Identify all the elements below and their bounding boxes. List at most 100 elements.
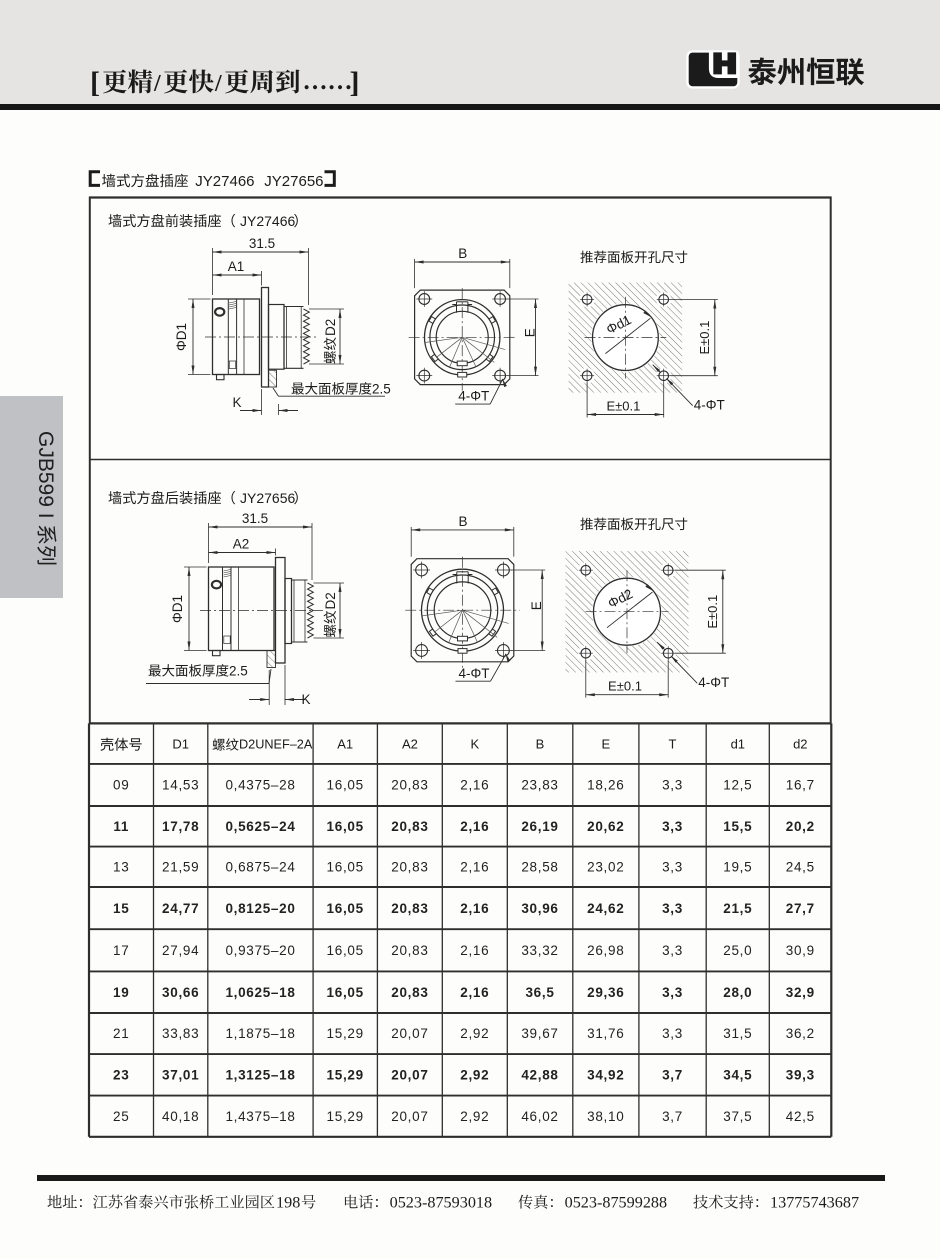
svg-text:14,53: 14,53 [162,778,199,793]
svg-text:46,02: 46,02 [521,1109,558,1124]
svg-text:30,9: 30,9 [786,943,815,958]
svg-text:12,5: 12,5 [723,778,752,793]
svg-text:2,16: 2,16 [460,985,489,1000]
svg-text:0,8125–20: 0,8125–20 [225,901,295,916]
svg-text:2,16: 2,16 [460,901,489,916]
svg-text:31.5: 31.5 [249,236,275,251]
svg-text:11: 11 [113,819,129,834]
svg-text:D2UNEF–2A: D2UNEF–2A [239,737,313,751]
svg-text:34,92: 34,92 [587,1068,624,1083]
svg-text:26,19: 26,19 [521,819,558,834]
svg-text:A2: A2 [233,537,250,552]
svg-text:3,3: 3,3 [662,901,683,916]
svg-text:ΦD1: ΦD1 [170,595,185,623]
svg-text:E±0.1: E±0.1 [705,595,720,629]
svg-text:4-ΦT: 4-ΦT [698,675,729,690]
svg-text:JY27656: JY27656 [240,490,295,506]
svg-text:42,88: 42,88 [521,1068,558,1083]
svg-text:37,01: 37,01 [162,1068,199,1083]
svg-text:20,83: 20,83 [391,943,428,958]
svg-text:16,05: 16,05 [327,860,364,875]
svg-text:37,5: 37,5 [723,1109,752,1124]
svg-text:K: K [232,395,241,410]
svg-text:JY27656: JY27656 [264,173,323,190]
svg-text:4-ΦT: 4-ΦT [694,398,725,413]
svg-text:20,07: 20,07 [391,1109,428,1124]
svg-text:16,05: 16,05 [327,901,364,916]
svg-text:16,05: 16,05 [327,985,364,1000]
svg-text:25: 25 [113,1109,129,1124]
svg-text:15: 15 [113,901,129,916]
svg-text:20,83: 20,83 [391,901,428,916]
svg-text:15,29: 15,29 [327,1068,364,1083]
svg-text:20,2: 20,2 [786,819,815,834]
svg-text:/: / [153,71,161,97]
svg-text:16,05: 16,05 [327,778,364,793]
svg-text:2.5: 2.5 [372,382,391,397]
svg-text:39,3: 39,3 [786,1068,815,1083]
svg-text:E±0.1: E±0.1 [697,321,712,355]
svg-text:20,83: 20,83 [391,860,428,875]
svg-text:B: B [536,736,545,751]
svg-text:31,76: 31,76 [587,1026,624,1041]
svg-text:1,0625–18: 1,0625–18 [225,985,295,1000]
svg-text:1,4375–18: 1,4375–18 [225,1109,295,1124]
svg-text:2,16: 2,16 [460,943,489,958]
svg-text:2,16: 2,16 [460,819,489,834]
svg-text:16,05: 16,05 [327,943,364,958]
svg-text:1,1875–18: 1,1875–18 [225,1026,295,1041]
svg-text:0,9375–20: 0,9375–20 [225,943,295,958]
svg-text:19,5: 19,5 [723,860,752,875]
svg-text:30,66: 30,66 [162,985,199,1000]
svg-text:A1: A1 [228,259,245,274]
svg-text:GJB599 I: GJB599 I [34,431,57,519]
svg-text:2,92: 2,92 [460,1109,489,1124]
svg-text:28,58: 28,58 [521,860,558,875]
svg-text:16,7: 16,7 [786,778,815,793]
svg-text:A1: A1 [337,736,353,751]
svg-text:3,7: 3,7 [662,1068,683,1083]
svg-text:2,92: 2,92 [460,1068,489,1083]
svg-text:20,62: 20,62 [587,819,624,834]
svg-text:K: K [301,692,310,707]
svg-text:24,62: 24,62 [587,901,624,916]
svg-text:3,3: 3,3 [662,860,683,875]
svg-text:39,67: 39,67 [521,1026,558,1041]
svg-text:31.5: 31.5 [242,511,268,526]
svg-text:18,26: 18,26 [587,778,624,793]
svg-text:32,9: 32,9 [786,985,815,1000]
svg-text:36,5: 36,5 [525,985,554,1000]
svg-text:d2: d2 [793,736,807,751]
svg-text:20,83: 20,83 [391,778,428,793]
svg-text:24,77: 24,77 [162,901,199,916]
svg-text:15,29: 15,29 [327,1109,364,1124]
svg-text:27,94: 27,94 [162,943,199,958]
svg-text:3,3: 3,3 [662,985,683,1000]
svg-text:27,7: 27,7 [786,901,815,916]
svg-text:23: 23 [113,1068,129,1083]
svg-text:33,32: 33,32 [521,943,558,958]
svg-text:36,2: 36,2 [786,1026,815,1041]
svg-text:24,5: 24,5 [786,860,815,875]
svg-text:20,07: 20,07 [391,1026,428,1041]
svg-text:34,5: 34,5 [723,1068,752,1083]
svg-text:E±0.1: E±0.1 [606,399,640,414]
svg-text:30,96: 30,96 [521,901,558,916]
svg-text:13: 13 [113,860,129,875]
svg-text:21: 21 [113,1026,129,1041]
svg-text:0,4375–28: 0,4375–28 [225,778,295,793]
svg-text:23,83: 23,83 [521,778,558,793]
svg-text:40,18: 40,18 [162,1109,199,1124]
svg-text:JY27466: JY27466 [195,173,254,190]
svg-text:13775743687: 13775743687 [770,1194,859,1212]
svg-text:2,92: 2,92 [460,1026,489,1041]
svg-text:2.5: 2.5 [229,664,248,679]
svg-text:[: [ [90,66,100,99]
svg-text:0523-87593018: 0523-87593018 [390,1194,493,1212]
svg-text:3,3: 3,3 [662,943,683,958]
svg-text:0523-87599288: 0523-87599288 [565,1194,668,1212]
svg-text:17: 17 [113,943,129,958]
svg-text:E: E [601,736,610,751]
svg-text:15,5: 15,5 [723,819,752,834]
svg-text:21,59: 21,59 [162,860,199,875]
